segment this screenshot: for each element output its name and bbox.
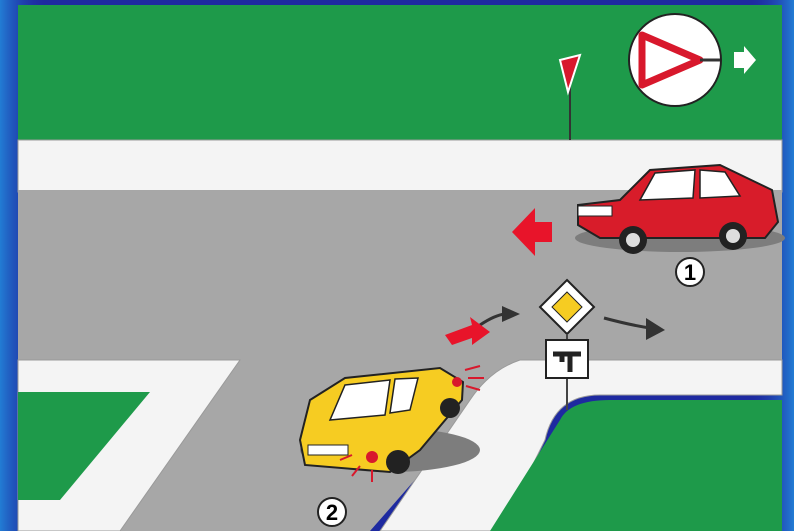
picture-area: 1 — [18, 5, 785, 531]
car-1-badge: 1 — [676, 258, 704, 286]
yield-sign-icon — [629, 14, 721, 106]
t-junction-plate-icon — [546, 340, 588, 378]
car-1-label: 1 — [684, 260, 696, 285]
car-2-badge: 2 — [318, 498, 346, 526]
car-2-label: 2 — [326, 500, 338, 525]
